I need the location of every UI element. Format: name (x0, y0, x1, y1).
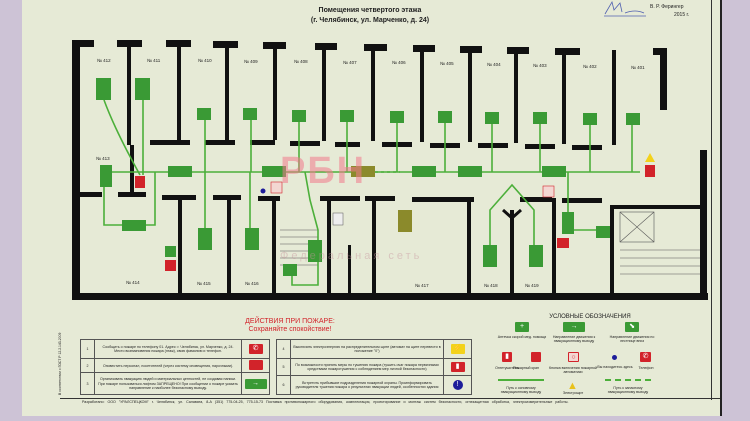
plan-title: Помещения четвертого этажа (г. Челябинск… (270, 6, 470, 26)
room-label: № 416 (245, 281, 259, 286)
you-are-here-icon (260, 188, 266, 194)
main-route-line (498, 379, 544, 381)
actions-heading: ДЕЙСТВИЯ ПРИ ПОЖАРЕ: Сохраняйте спокойст… (210, 318, 370, 334)
exit-signs (96, 78, 640, 276)
plan-frame (52, 0, 712, 400)
phone-icon: ✆ (248, 344, 263, 354)
room-label: № 419 (525, 283, 539, 288)
title-text: Помещения четвертого этажа (318, 7, 422, 14)
legend-label: Направление движения к эвакуационному вы… (552, 335, 596, 344)
legend-label: Кнопка включения пожарной автоматики (548, 366, 597, 375)
stairs-down-icon: ⬊ (625, 322, 639, 332)
exit-direction-icon: → (563, 322, 585, 332)
legend-label: Пожарный кран (512, 366, 540, 370)
extinguisher-icon (135, 176, 145, 188)
signature (604, 0, 646, 17)
extinguisher-icon: ▮ (450, 362, 465, 372)
room-label: № 413 (96, 156, 110, 161)
room-label: № 402 (583, 64, 597, 69)
exit-sign-down (96, 78, 111, 100)
room-label: № 410 (198, 58, 212, 63)
safety-icons (135, 153, 655, 271)
footer: Разработано: ООО "УРАЛСПЕЦКОМ" г. Челяби… (82, 400, 569, 404)
reserve-route-line (605, 379, 651, 381)
room-label: № 411 (147, 58, 161, 63)
room-label: № 406 (392, 60, 406, 65)
room-label: № 404 (487, 62, 501, 67)
legend-label: Путь к основному эвакуационному выходу (500, 386, 542, 395)
actions-subtitle: Сохраняйте спокойствие! (248, 326, 332, 333)
approver-name: В. Р. Ферингер (650, 4, 684, 10)
footer-divider (60, 398, 720, 399)
room-label: № 409 (244, 59, 258, 64)
room-label: № 401 (631, 65, 645, 70)
alarm-button-icon (270, 181, 283, 194)
watermark-logo: РБН (280, 150, 367, 192)
fire-hose-icon (248, 360, 263, 370)
phone-icon: ✆ (640, 352, 651, 362)
legend-label: Вы находитесь здесь (597, 365, 633, 369)
actions-title: ДЕЙСТВИЯ ПРИ ПОЖАРЕ: (245, 318, 335, 325)
room-label: № 412 (97, 58, 111, 63)
room-label: № 407 (343, 60, 357, 65)
alarm-button-icon (542, 185, 555, 198)
standard-note: В соответствии с ГОСТ Р 12.2.143-2009 (58, 332, 62, 395)
legend-title: УСЛОВНЫЕ ОБОЗНАЧЕНИЯ (549, 314, 631, 320)
room-label: № 418 (484, 283, 498, 288)
legend-label: Огнетушитель (495, 366, 519, 370)
legend-label: Направление движения по лестнице вниз (609, 335, 655, 344)
electrical-hazard-icon: ▲ (567, 380, 578, 392)
legend-label: Электрощит (562, 391, 584, 395)
electrical-hazard-icon (645, 153, 655, 162)
room-label: № 405 (440, 61, 454, 66)
developer: Разработано: ООО "УРАЛСПЕЦКОМ" (82, 400, 149, 404)
approval-year: 2015 г. (674, 12, 690, 18)
electrical-panel-icon: ⚡ (450, 344, 465, 354)
first-aid-icon (165, 246, 176, 257)
legend-label: Аптечка скорой мед. помощи (497, 335, 547, 339)
developer-phones: (351) 775-04-25, 775-15-73 (214, 400, 264, 404)
phone-icon (165, 260, 176, 271)
you-are-here-icon (612, 355, 617, 360)
extinguisher-icon: ▮ (502, 352, 512, 362)
legend-label: Путь к запасному эвакуационному выходу (607, 386, 649, 395)
fire-hose-icon (557, 238, 569, 248)
developer-address: г. Челябинск, ул. Салавата, 8-А (151, 400, 212, 404)
you-are-here-icon: ! (452, 380, 463, 390)
developer-services: Поставка противопожарного оборудования, … (266, 400, 569, 404)
room-label: № 415 (197, 281, 211, 286)
first-aid-icon: + (515, 322, 529, 332)
fire-hose-icon (531, 352, 541, 362)
alarm-button-icon: ○ (568, 352, 579, 362)
extinguisher-icon (645, 165, 655, 177)
room-label: № 417 (415, 283, 429, 288)
room-label: № 414 (126, 280, 140, 285)
exit-sign-down (135, 78, 150, 100)
address-text: (г. Челябинск, ул. Марченко, д. 24) (310, 17, 430, 24)
watermark-tagline: Федеральная сеть (280, 250, 423, 262)
exit-arrow-icon: → (244, 378, 267, 389)
room-label: № 403 (533, 63, 547, 68)
legend-label: Телефон (638, 366, 654, 370)
electrical-panel-icon (332, 212, 344, 226)
room-label: № 408 (294, 59, 308, 64)
room-labels: № 412 № 411 № 410 № 409 № 408 № 407 № 406 № 405… (96, 58, 645, 288)
walls (72, 40, 708, 300)
